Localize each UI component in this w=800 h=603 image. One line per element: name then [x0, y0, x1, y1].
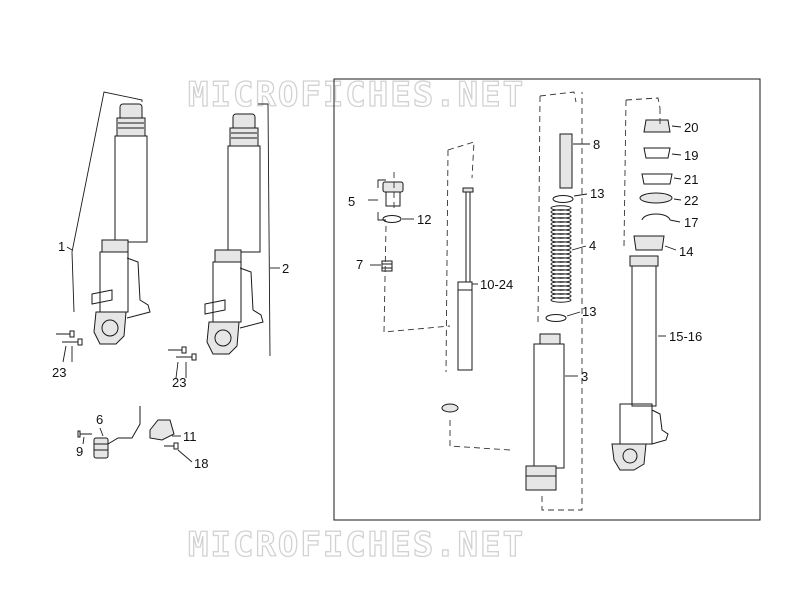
callout-21: 21	[684, 172, 698, 187]
fork-assembly-left	[91, 103, 151, 345]
bracket-right-fork	[258, 103, 271, 357]
bolt-9	[77, 430, 92, 438]
callout-13-top: 13	[590, 186, 604, 201]
callout-20: 20	[684, 120, 698, 135]
washer-13-top	[552, 195, 574, 203]
bracket-column-c	[537, 91, 583, 511]
bracket-left-fork	[71, 91, 143, 253]
damper-rod-10-24	[441, 187, 474, 413]
spacer-tube-8	[559, 133, 573, 189]
callout-6: 6	[96, 412, 103, 427]
fork-assembly-right	[204, 113, 264, 355]
seal-14	[633, 235, 665, 251]
inner-tube-3	[525, 333, 565, 491]
callout-23-left: 23	[52, 365, 66, 380]
callout-4: 4	[589, 238, 596, 253]
callout-23-right: 23	[172, 375, 186, 390]
bracket-column-d	[623, 97, 661, 247]
ring-19	[643, 147, 671, 159]
outer-tube-15-16	[611, 255, 669, 471]
watermark-top: MICROFICHES.NET	[188, 75, 525, 115]
callout-22: 22	[684, 193, 698, 208]
callout-18: 18	[194, 456, 208, 471]
ring-21	[641, 173, 673, 185]
callout-7: 7	[356, 257, 363, 272]
callout-3: 3	[581, 369, 588, 384]
washer-22	[639, 192, 673, 204]
cap-assembly-5	[382, 181, 404, 207]
pin-7	[381, 260, 393, 272]
spring-4	[550, 205, 572, 303]
callout-19: 19	[684, 148, 698, 163]
callout-2: 2	[282, 261, 289, 276]
callout-5: 5	[348, 194, 355, 209]
bolt-pair-23-right	[168, 346, 197, 361]
sensor-6	[93, 406, 141, 459]
callout-14: 14	[679, 244, 693, 259]
bracket-column-b	[445, 141, 511, 451]
circlip-17	[641, 213, 671, 221]
watermark-bottom: MICROFICHES.NET	[188, 525, 525, 565]
callout-17: 17	[684, 215, 698, 230]
callout-12: 12	[417, 212, 431, 227]
clip-12	[382, 215, 402, 223]
bolt-pair-23-left	[56, 330, 83, 346]
callout-8: 8	[593, 137, 600, 152]
callout-15-16: 15-16	[669, 329, 702, 344]
callout-9: 9	[76, 444, 83, 459]
exploded-view-frame	[333, 78, 761, 521]
callout-10-24: 10-24	[480, 277, 513, 292]
bracket-11	[149, 419, 175, 441]
seal-20	[643, 119, 671, 133]
callout-11: 11	[183, 429, 197, 444]
callout-1: 1	[58, 239, 65, 254]
bolt-18	[164, 442, 179, 450]
callout-13-bottom: 13	[582, 304, 596, 319]
washer-13-bottom	[545, 314, 567, 322]
